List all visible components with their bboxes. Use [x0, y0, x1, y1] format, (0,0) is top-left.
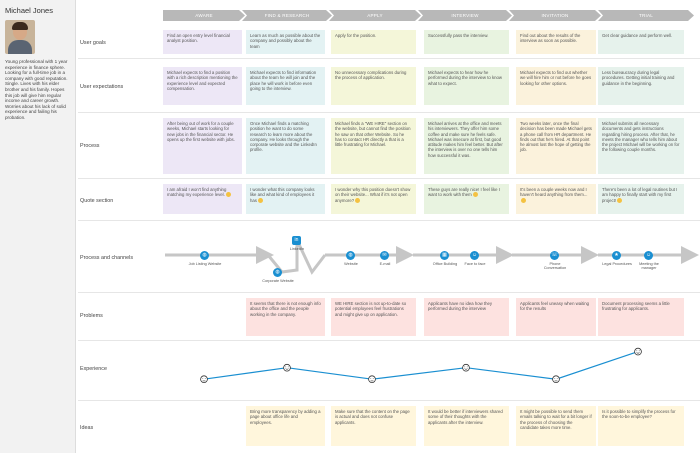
- channel-label: Job Listing Website: [188, 262, 222, 266]
- idea-card-find-research: Bring more transparency by adding a page…: [246, 406, 325, 446]
- problem-card-find-research: It seems that there is not enough info a…: [246, 298, 325, 336]
- channel-label: Face to face: [464, 262, 486, 266]
- experience-point-face-icon: [462, 363, 470, 372]
- row-divider: [78, 400, 700, 401]
- quote-card-aware: I am afraid I won't find anything matchi…: [163, 184, 242, 214]
- row-label-user-goals: User goals: [80, 40, 106, 46]
- star-icon: ★: [612, 251, 621, 260]
- phase-invitation: INVITATION: [509, 10, 601, 21]
- happy-face-icon: [472, 192, 478, 198]
- experience-point-face-icon: [552, 375, 560, 384]
- expectation-card-aware: Michael expects to find a position with …: [163, 67, 242, 105]
- goal-card-invitation: Find out about the results of the interv…: [516, 30, 596, 54]
- phase-find-research: FIND & RESEARCH: [242, 10, 332, 21]
- quote-card-trial: There's been a lot of legal routines but…: [598, 184, 684, 214]
- persona-bio: Young professional with 1 year experienc…: [5, 59, 68, 120]
- row-label-process: Process: [80, 143, 100, 149]
- process-card-interview: Michael arrives at the office and meets …: [424, 118, 509, 174]
- quote-card-invitation: It's been a couple weeks now and I haven…: [516, 184, 596, 214]
- expectation-card-invitation: Michael expects to find out whether we w…: [516, 67, 596, 105]
- channel-label: Office Building: [432, 262, 458, 266]
- goal-card-apply: Apply for the position.: [331, 30, 416, 54]
- channel-label: Meeting the manager: [639, 262, 659, 271]
- people-icon: ☺: [470, 251, 479, 260]
- quote-card-find-research: I wonder what this company looks like an…: [246, 184, 325, 214]
- quote-card-apply: I wonder why this position doesn't show …: [331, 184, 416, 214]
- experience-point-face-icon: [200, 375, 208, 384]
- phase-apply: APPLY: [329, 10, 421, 21]
- phase-interview: INTERVIEW: [418, 10, 512, 21]
- quote-card-interview: These guys are really nice! I feel like …: [424, 184, 509, 214]
- problem-card-apply: WE HIRE section is not up-to-date so pot…: [331, 298, 416, 336]
- idea-card-apply: Make sure that the content on the page i…: [331, 406, 416, 446]
- phase-aware: AWARE: [163, 10, 245, 21]
- process-card-apply: Michael finds a "WE HIRE" section on the…: [331, 118, 416, 174]
- linkedin-icon: in: [292, 236, 301, 245]
- channel-label: Legal Procedures: [602, 262, 632, 266]
- worried-face-icon: [355, 197, 361, 203]
- persona-name: Michael Jones: [5, 6, 53, 15]
- row-label-ideas: Ideas: [80, 425, 94, 431]
- problem-card-trial: Document processing seems a little frust…: [598, 298, 684, 336]
- persona-panel: Michael Jones Young professional with 1 …: [0, 0, 76, 453]
- expectation-card-trial: Less bureaucracy during legal procedures…: [598, 67, 684, 105]
- problem-card-invitation: Applicants feel uneasy when waiting for …: [516, 298, 596, 336]
- avatar: [5, 20, 35, 54]
- row-label-experience: Experience: [80, 366, 107, 372]
- experience-point-face-icon: [634, 347, 642, 356]
- thinking-face-icon: [257, 197, 263, 203]
- channel-label: LinkedIn: [289, 247, 305, 251]
- row-divider: [78, 178, 700, 179]
- building-icon: ▦: [440, 251, 449, 260]
- row-label-process-channels: Process and channels: [80, 255, 134, 261]
- goal-card-find-research: Learn as much as possible about the comp…: [246, 30, 325, 54]
- row-divider: [78, 220, 700, 221]
- process-card-trial: Michael submits all necessary documents …: [598, 118, 684, 174]
- sad-face-icon: [225, 192, 231, 198]
- globe-icon: ◍: [346, 251, 355, 260]
- channel-label: Phone Conversation: [543, 262, 567, 271]
- goal-card-aware: Find an open entry level financial analy…: [163, 30, 242, 54]
- expectation-card-find-research: Michael expects to find information abou…: [246, 67, 325, 105]
- experience-line: [203, 351, 639, 380]
- process-card-aware: After being out of work for a couple wee…: [163, 118, 242, 174]
- phone-icon: ☏: [550, 251, 559, 260]
- goal-card-interview: Successfully pass the interview.: [424, 30, 509, 54]
- expectation-card-apply: No unnecessary complications during the …: [331, 67, 416, 105]
- row-label-quote-section: Quote section: [80, 198, 114, 204]
- row-label-user-expectations: User expectations: [80, 84, 124, 90]
- happy-face-icon: [617, 197, 623, 203]
- sad-face-icon: [521, 197, 526, 203]
- row-divider: [78, 340, 700, 341]
- row-divider: [78, 112, 700, 113]
- people-icon: ☺: [644, 251, 653, 260]
- experience-point-face-icon: [368, 375, 376, 384]
- process-card-find-research: Once Michael finds a matching position h…: [246, 118, 325, 174]
- channel-label: Corporate Website: [262, 279, 294, 283]
- row-label-problems: Problems: [80, 313, 103, 319]
- channel-label: Website: [344, 262, 358, 266]
- idea-card-trial: Is it possible to simplify the process f…: [598, 406, 684, 446]
- experience-point-face-icon: [283, 363, 291, 372]
- channel-label: E-mail: [379, 262, 391, 266]
- goal-card-trial: Get clear guidance and perform well.: [598, 30, 684, 54]
- globe-icon: ◍: [200, 251, 209, 260]
- row-divider: [78, 292, 700, 293]
- mail-icon: ✉: [380, 251, 389, 260]
- expectation-card-interview: Michael expects to hear how he performed…: [424, 67, 509, 105]
- process-card-invitation: Two weeks later, once the final decision…: [516, 118, 596, 174]
- idea-card-invitation: It might be possible to send them emails…: [516, 406, 596, 446]
- row-divider: [78, 58, 700, 59]
- problem-card-interview: Applicants have no idea how they perform…: [424, 298, 509, 336]
- idea-card-interview: It would be better if interviewers share…: [424, 406, 509, 446]
- phase-trial: TRIAL: [598, 10, 694, 21]
- globe-icon: ◍: [273, 268, 282, 277]
